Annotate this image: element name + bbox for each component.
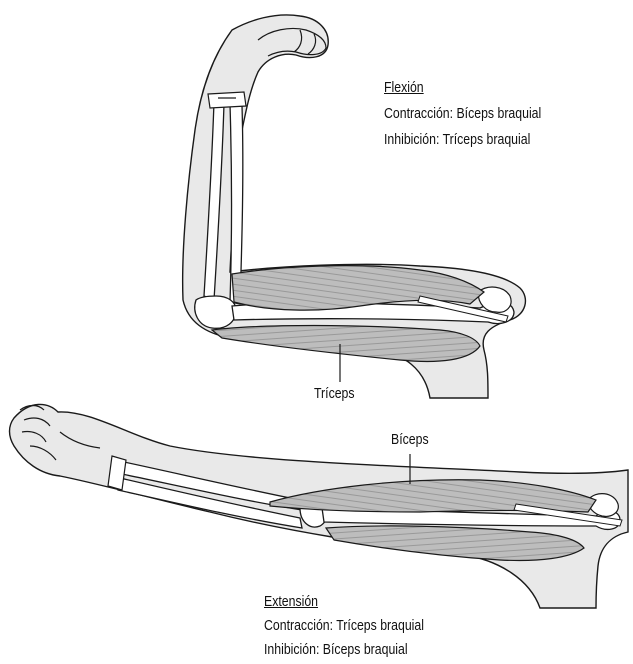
flexed-triceps-muscle <box>212 326 480 362</box>
extended-arm <box>10 404 629 608</box>
flexed-wrist-bones <box>208 92 246 108</box>
flexion-inhibition-text: Inhibición: Tríceps braquial <box>384 130 530 150</box>
extension-heading: Extensión <box>264 592 318 612</box>
flexion-heading: Flexión <box>384 78 424 98</box>
biceps-label: Bíceps <box>391 430 429 450</box>
extension-inhibition-text: Inhibición: Bíceps braquial <box>264 640 408 660</box>
triceps-label: Tríceps <box>314 384 355 404</box>
flexion-contraction-text: Contracción: Bíceps braquial <box>384 104 541 124</box>
flexed-elbow <box>195 296 236 328</box>
flexed-arm <box>183 15 526 398</box>
extension-contraction-text: Contracción: Tríceps braquial <box>264 616 424 636</box>
